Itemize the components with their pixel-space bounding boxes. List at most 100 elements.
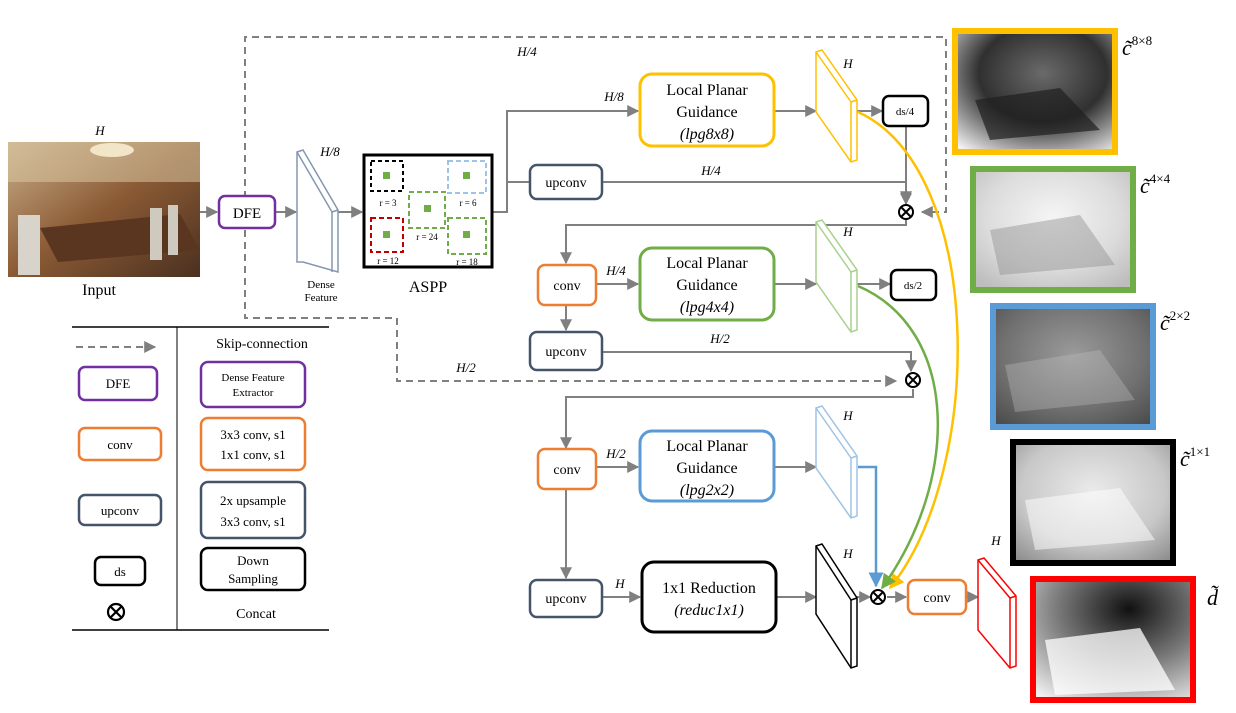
legend-dfe-desc-2: Extractor [233, 387, 274, 399]
legend-conv-key-label: conv [107, 437, 133, 452]
legend-upconv-desc-1: 2x upsample [220, 493, 286, 508]
lpg2-sub: (lpg2x2) [680, 482, 734, 499]
dfe-block-label: DFE [233, 206, 261, 222]
input-size-label: H [94, 123, 105, 138]
lpg2-output-slab [815, 405, 858, 519]
lpg2-input-size: H/2 [605, 446, 626, 461]
concat-icon [898, 204, 914, 220]
legend-upconv-desc [199, 480, 307, 540]
input-label: Input [82, 282, 116, 299]
lpg2-slab-size: H [842, 408, 853, 423]
lpg8-to-concat-arrow [857, 110, 959, 590]
output-c4-image [970, 166, 1136, 293]
lpg8-block [638, 72, 776, 148]
aspp-rate-12: r = 12 [377, 256, 399, 266]
legend-dfe-key-label: DFE [106, 376, 131, 391]
legend-ds-key-label: ds [114, 564, 126, 579]
upconv-block-2-label: upconv [545, 345, 586, 360]
upconv-block-3 [528, 578, 604, 619]
lpg4-title-1: Local Planar [666, 255, 748, 272]
legend-concat-label: Concat [236, 607, 276, 622]
conv-block-2-label: conv [553, 463, 580, 478]
lpg4-sub: (lpg4x4) [680, 299, 734, 316]
legend-concat-icon [106, 602, 126, 622]
legend-ds-desc-1: Down [237, 553, 269, 568]
reduc-input-size: H [614, 576, 625, 591]
output-c2-label: c̃2×2 [1160, 308, 1190, 335]
lpg2-to-concat-arrow [858, 465, 884, 588]
lpg2-block [638, 429, 776, 503]
ds4-block-label: ds/4 [896, 106, 915, 118]
ds2-block [889, 268, 938, 302]
legend-conv-desc-2: 1x1 conv, s1 [220, 447, 285, 462]
dfe-block [217, 194, 277, 230]
conv-block-1 [536, 263, 598, 307]
lpg4-output-slab [815, 219, 858, 333]
conv-block-final [906, 578, 968, 616]
concat-icon [905, 372, 921, 388]
legend-conv-key [77, 426, 163, 462]
legend-ds-desc-2: Sampling [228, 571, 278, 586]
aspp-rate-3: r = 3 [379, 198, 397, 208]
output-c1-image [1010, 439, 1176, 566]
legend-dfe-key [77, 365, 159, 402]
conv-block-1-label: conv [553, 279, 580, 294]
upconv1-output-size: H/4 [700, 163, 721, 178]
upconv-block-1-label: upconv [545, 176, 586, 191]
dense-feature-label-2: Feature [305, 292, 338, 304]
ds4-block [881, 94, 930, 128]
lpg2-title-2: Guidance [676, 460, 737, 477]
lpg8-title-2: Guidance [676, 104, 737, 121]
legend-upconv-desc-2: 3x3 conv, s1 [220, 514, 285, 529]
skip-h4-label: H/4 [516, 44, 537, 59]
legend-dfe-desc [199, 360, 307, 409]
reduc-block [640, 560, 778, 634]
ds2-block-label: ds/2 [904, 280, 922, 292]
upconv-block-3-label: upconv [545, 592, 586, 607]
skip-h2-label: H/2 [455, 360, 476, 375]
lpg4-input-size: H/4 [605, 263, 626, 278]
lpg8-title-1: Local Planar [666, 82, 748, 99]
lpg2-title-1: Local Planar [666, 438, 748, 455]
concat-icon [870, 589, 886, 605]
upconv-block-2 [528, 330, 604, 372]
lpg8-output-slab [815, 49, 858, 163]
legend-skip-label: Skip-connection [216, 337, 308, 352]
lpg8-slab-size: H [842, 56, 853, 71]
output-d-image [1030, 576, 1196, 703]
reduc-slab-size: H [842, 546, 853, 561]
lpg8-sub: (lpg8x8) [680, 126, 734, 143]
output-d-label: d̃ [1207, 585, 1219, 610]
input-image [8, 142, 200, 277]
lpg8-input-size: H/8 [603, 89, 624, 104]
upconv2-output-size: H/2 [709, 331, 730, 346]
flow-arrows [200, 105, 980, 603]
lpg4-to-concat-arrow [857, 284, 939, 590]
conv-block-final-label: conv [923, 591, 950, 606]
output-c1-label: c̃1×1 [1180, 444, 1210, 471]
legend-conv-desc-1: 3x3 conv, s1 [220, 427, 285, 442]
dense-feature-slab [296, 149, 339, 273]
aspp-rate-6: r = 6 [459, 198, 477, 208]
upconv-block-1 [528, 163, 604, 201]
reduc-sub: (reduc1x1) [674, 602, 744, 619]
aspp-rate-18: r = 18 [456, 257, 478, 267]
legend-ds-key [93, 555, 147, 587]
lpg4-slab-size: H [842, 224, 853, 239]
dense-feature-label-1: Dense [307, 279, 335, 291]
reduc-title: 1x1 Reduction [662, 580, 756, 597]
legend [72, 326, 329, 631]
legend-dfe-desc-1: Dense Feature [221, 372, 284, 384]
dense-feature-size: H/8 [319, 144, 340, 159]
output-c4-label: c̃4×4 [1140, 171, 1171, 198]
aspp-block [362, 153, 494, 269]
final-slab-size: H [990, 533, 1001, 548]
legend-upconv-key [77, 493, 163, 527]
aspp-rate-24: r = 24 [416, 232, 438, 242]
output-c8-label: c̃8×8 [1122, 33, 1152, 60]
lpg4-block [638, 246, 776, 322]
output-c8-image [952, 28, 1118, 155]
aspp-label: ASPP [409, 279, 447, 296]
reduc-output-slab [815, 543, 858, 669]
